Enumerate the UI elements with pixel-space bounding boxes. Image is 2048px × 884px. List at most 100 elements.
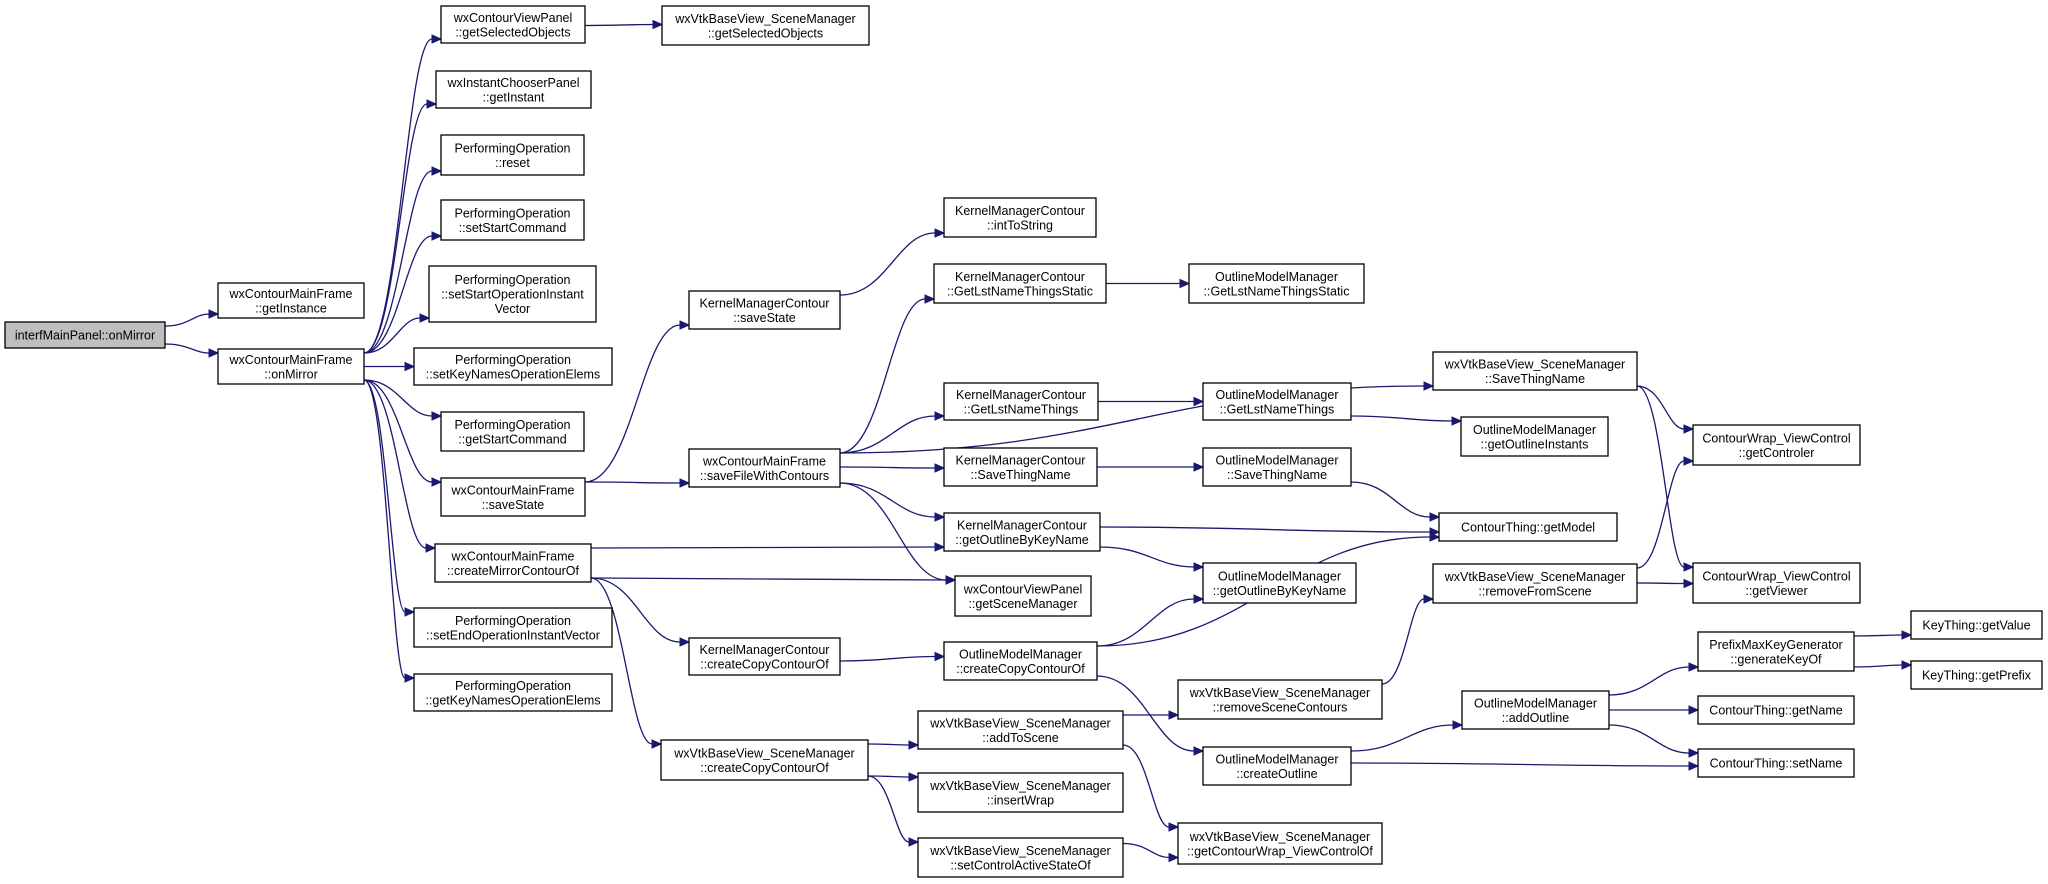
node-po-setEndOpInstVec[interactable]: PerformingOperation::setEndOperationInst… bbox=[413, 607, 613, 648]
node-omm-getOutline[interactable]: OutlineModelManager::getOutlineByKeyName bbox=[1202, 562, 1357, 604]
node-label-line: wxVtkBaseView_SceneManager bbox=[929, 716, 1110, 730]
node-wcmf-getInstance[interactable]: wxContourMainFrame::getInstance bbox=[217, 282, 365, 319]
edge-wcmf-onMirror-to-po-setKeyNames bbox=[363, 361, 416, 372]
node-ct-getName[interactable]: ContourThing::getName bbox=[1697, 695, 1855, 725]
node-label-line: wxContourMainFrame bbox=[229, 353, 353, 367]
node-wxsm-setControl[interactable]: wxVtkBaseView_SceneManager::setControlAc… bbox=[917, 837, 1124, 878]
node-omm-addOutline[interactable]: OutlineModelManager::addOutline bbox=[1461, 690, 1610, 730]
node-label-line: KeyThing::getPrefix bbox=[1922, 669, 2032, 683]
arrowhead bbox=[934, 228, 946, 238]
node-omm-createCopy[interactable]: OutlineModelManager::createCopyContourOf bbox=[943, 641, 1098, 681]
arrowhead bbox=[679, 637, 691, 647]
node-box bbox=[943, 512, 1101, 552]
node-po-setStartOpInstVec[interactable]: PerformingOperation::setStartOperationIn… bbox=[428, 265, 597, 323]
node-po-reset[interactable]: PerformingOperation::reset bbox=[440, 134, 585, 176]
edge-omm-createCopy-to-omm-getOutline bbox=[1096, 594, 1205, 647]
node-box bbox=[413, 347, 613, 386]
node-ct-setName[interactable]: ContourThing::setName bbox=[1697, 748, 1855, 778]
edge-wcmf-onMirror-to-po-setStartOpInstVec bbox=[363, 313, 431, 354]
node-cwvc-getViewer[interactable]: ContourWrap_ViewControl::getViewer bbox=[1692, 562, 1861, 604]
node-kmc-saveThingName[interactable]: KernelManagerContour::SaveThingName bbox=[943, 447, 1098, 487]
node-wxsm-insertWrap[interactable]: wxVtkBaseView_SceneManager::insertWrap bbox=[917, 772, 1124, 813]
node-root[interactable]: interfMainPanel::onMirror bbox=[4, 321, 166, 349]
node-cwvc-getControler[interactable]: ContourWrap_ViewControl::getControler bbox=[1692, 424, 1861, 466]
arrowhead bbox=[908, 837, 920, 847]
node-kmc-saveState[interactable]: KernelManagerContour::saveState bbox=[688, 290, 841, 330]
node-box bbox=[661, 5, 870, 46]
arrowhead bbox=[1901, 630, 1913, 640]
node-kmc-intToString[interactable]: KernelManagerContour::intToString bbox=[943, 197, 1097, 238]
node-wxsm-createCopy[interactable]: wxVtkBaseView_SceneManager::createCopyCo… bbox=[660, 739, 869, 781]
node-wcvp-getSelectedObjects[interactable]: wxContourViewPanel::getSelectedObjects bbox=[440, 5, 586, 44]
node-label-line: ::SaveThingName bbox=[1227, 468, 1327, 482]
node-ct-getModel[interactable]: ContourThing::getModel bbox=[1438, 512, 1618, 542]
edge-wcmf-onMirror-to-po-setStartCommand bbox=[363, 231, 443, 354]
node-kmc-createCopy[interactable]: KernelManagerContour::createCopyContourO… bbox=[688, 637, 841, 676]
edge-line bbox=[584, 23, 654, 27]
arrowhead bbox=[431, 34, 443, 44]
node-wxsm-removeSceneContours[interactable]: wxVtkBaseView_SceneManager::removeSceneC… bbox=[1177, 679, 1383, 720]
edge-line bbox=[363, 379, 427, 549]
arrowhead bbox=[1193, 562, 1205, 572]
edge-line bbox=[363, 379, 406, 679]
node-box bbox=[1910, 610, 2043, 640]
node-po-setKeyNames[interactable]: PerformingOperation::setKeyNamesOperatio… bbox=[413, 347, 613, 386]
node-label-line: ::createMirrorContourOf bbox=[447, 564, 580, 578]
edge-line bbox=[1350, 724, 1454, 752]
node-wcvp-getSceneManager[interactable]: wxContourViewPanel::getSceneManager bbox=[954, 575, 1092, 617]
node-wxsm-saveThingName[interactable]: wxVtkBaseView_SceneManager::SaveThingNam… bbox=[1432, 351, 1638, 391]
node-wxsm-getContourWrap[interactable]: wxVtkBaseView_SceneManager::getContourWr… bbox=[1177, 822, 1383, 865]
node-po-getStartCommand[interactable]: PerformingOperation::getStartCommand bbox=[440, 411, 585, 452]
node-label-line: ::getViewer bbox=[1745, 584, 1807, 598]
arrowhead bbox=[1683, 578, 1695, 589]
node-box bbox=[933, 263, 1107, 304]
node-label-line: wxVtkBaseView_SceneManager bbox=[929, 779, 1110, 793]
node-pmkg-generateKeyOf[interactable]: PrefixMaxKeyGenerator::generateKeyOf bbox=[1697, 631, 1855, 672]
node-kmc-getLstStatic[interactable]: KernelManagerContour::GetLstNameThingsSt… bbox=[933, 263, 1107, 304]
node-label-line: PerformingOperation bbox=[454, 141, 570, 155]
arrowhead bbox=[652, 19, 664, 30]
node-wcmf-onMirror[interactable]: wxContourMainFrame::onMirror bbox=[217, 348, 365, 385]
node-label-line: ::intToString bbox=[987, 218, 1053, 232]
node-box bbox=[1188, 263, 1365, 304]
node-label-line: KernelManagerContour bbox=[955, 204, 1085, 218]
node-kmc-getOutline[interactable]: KernelManagerContour::getOutlineByKeyNam… bbox=[943, 512, 1101, 552]
node-wxsm-addToScene[interactable]: wxVtkBaseView_SceneManager::addToScene bbox=[917, 710, 1124, 750]
node-wxsm-removeFromScene[interactable]: wxVtkBaseView_SceneManager::removeFromSc… bbox=[1432, 563, 1638, 604]
arrowhead bbox=[934, 411, 946, 421]
node-omm-getOutlineInstants[interactable]: OutlineModelManager::getOutlineInstants bbox=[1460, 416, 1609, 457]
edge-wcmf-onMirror-to-wcmf-saveState bbox=[363, 379, 443, 487]
node-label-line: PerformingOperation bbox=[454, 273, 570, 287]
edge-wxsm-createCopy-to-wxsm-insertWrap bbox=[867, 772, 920, 782]
node-kt-getPrefix[interactable]: KeyThing::getPrefix bbox=[1910, 660, 2043, 690]
node-omm-getLst[interactable]: OutlineModelManager::GetLstNameThings bbox=[1202, 382, 1352, 421]
node-omm-saveThingName[interactable]: OutlineModelManager::SaveThingName bbox=[1202, 447, 1352, 487]
node-box bbox=[688, 637, 841, 676]
node-label-line: wxVtkBaseView_SceneManager bbox=[1444, 357, 1625, 371]
node-omm-getLstStatic[interactable]: OutlineModelManager::GetLstNameThingsSta… bbox=[1188, 263, 1365, 304]
node-label-line: PerformingOperation bbox=[454, 206, 570, 220]
node-box bbox=[4, 321, 166, 349]
edge-line bbox=[1381, 598, 1425, 685]
node-po-setStartCommand[interactable]: PerformingOperation::setStartCommand bbox=[440, 199, 585, 241]
node-wcmf-createMirror[interactable]: wxContourMainFrame::createMirrorContourO… bbox=[434, 543, 592, 583]
node-label-line: ::saveState bbox=[733, 311, 796, 325]
edge-line bbox=[1122, 842, 1170, 859]
node-wcmf-saveState[interactable]: wxContourMainFrame::saveState bbox=[440, 477, 586, 517]
edge-omm-addOutline-to-ct-setName bbox=[1608, 724, 1700, 758]
edge-line bbox=[164, 343, 210, 354]
node-kt-getValue[interactable]: KeyThing::getValue bbox=[1910, 610, 2043, 640]
edge-line bbox=[1350, 762, 1690, 767]
node-po-getKeyNames[interactable]: PerformingOperation::getKeyNamesOperatio… bbox=[413, 673, 613, 712]
node-kmc-getLst[interactable]: KernelManagerContour::GetLstNameThings bbox=[943, 382, 1099, 421]
node-label-line: wxVtkBaseView_SceneManager bbox=[674, 12, 855, 26]
node-label-line: ::GetLstNameThingsStatic bbox=[947, 284, 1093, 298]
node-wxsm-getSelectedObjects[interactable]: wxVtkBaseView_SceneManager::getSelectedO… bbox=[661, 5, 870, 46]
node-omm-createOutline[interactable]: OutlineModelManager::createOutline bbox=[1202, 746, 1352, 786]
node-box bbox=[1177, 679, 1383, 720]
node-wicp-getInstant[interactable]: wxInstantChooserPanel::getInstant bbox=[435, 70, 592, 109]
node-wcmf-saveFile[interactable]: wxContourMainFrame::saveFileWithContours bbox=[688, 448, 841, 488]
node-label-line: PerformingOperation bbox=[455, 679, 571, 693]
node-label-line: KernelManagerContour bbox=[700, 643, 830, 657]
node-box bbox=[435, 70, 592, 109]
